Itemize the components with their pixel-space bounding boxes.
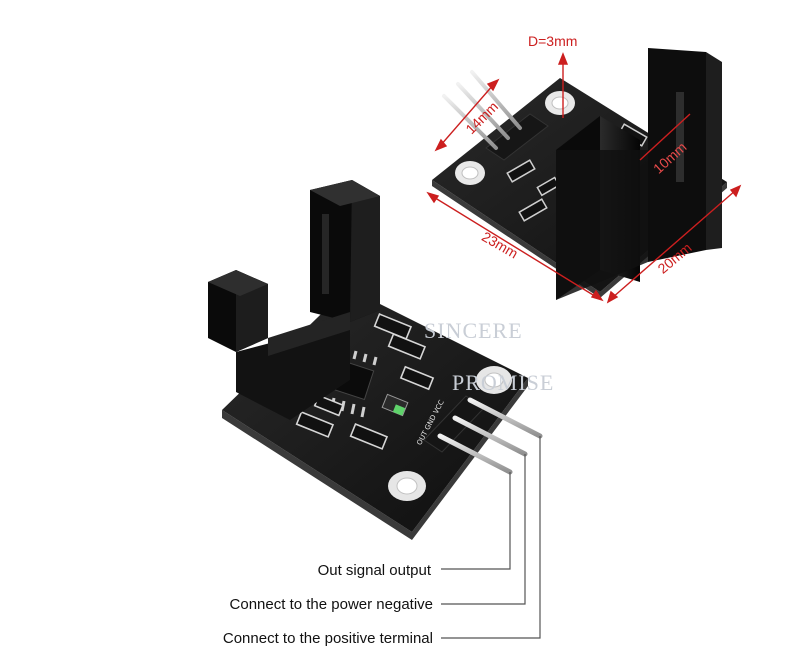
dimension-lines (426, 52, 742, 304)
header-pin-vcc (467, 397, 543, 439)
led-indicator (392, 404, 406, 416)
watermark-line-2: PROMISE (452, 370, 554, 395)
smd-resistor (518, 198, 548, 222)
smd-resistor (387, 333, 427, 360)
header-pin (456, 82, 510, 140)
label-out-signal: Out signal output (318, 562, 432, 579)
header-pin-gnd (452, 415, 528, 457)
dimension-module: D=3mm 14mm 10mm 23mm 20mm (426, 33, 742, 304)
smd-resistor (373, 313, 413, 340)
sensor-slot (676, 92, 684, 182)
callout-lines (441, 436, 541, 639)
main-module: OUT GND VCC (208, 180, 543, 540)
sensor-slot (322, 214, 329, 294)
watermark-line-1: SINCERE (424, 318, 523, 343)
label-power-negative: Connect to the power negative (230, 596, 433, 613)
label-positive-terminal: Connect to the positive terminal (223, 630, 433, 647)
smd-resistor (295, 411, 335, 438)
header-pin (442, 94, 498, 150)
smd-resistor (506, 159, 536, 183)
dim-d-label: D=3mm (528, 33, 577, 49)
header-pin-out (437, 433, 513, 475)
header-pin (470, 70, 522, 130)
smd-resistor (399, 365, 435, 391)
smd-resistor (349, 423, 389, 450)
